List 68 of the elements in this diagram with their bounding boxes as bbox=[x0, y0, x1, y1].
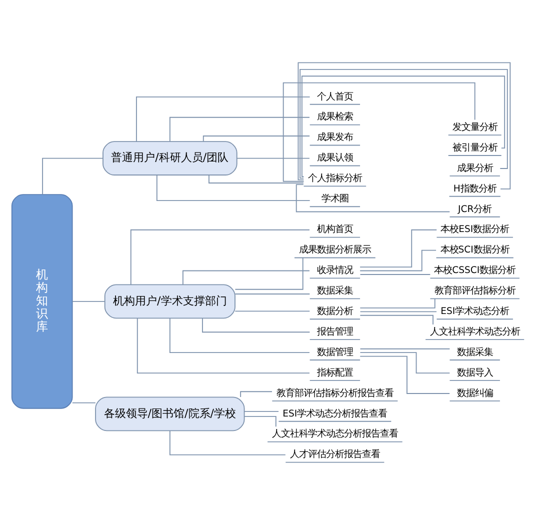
connector bbox=[298, 62, 511, 190]
connector bbox=[360, 229, 438, 268]
node-text: 本校SCI数据分析 bbox=[440, 244, 510, 256]
connector bbox=[282, 82, 476, 182]
node-text: 成果数据分析展示 bbox=[298, 244, 371, 256]
node-text: H指数分析 bbox=[453, 183, 496, 194]
connector bbox=[202, 136, 310, 142]
node-text: 个人指标分析 bbox=[308, 173, 362, 184]
node-text: 学术圈 bbox=[321, 194, 348, 205]
connector bbox=[130, 229, 310, 285]
connector bbox=[182, 270, 310, 286]
connector bbox=[136, 318, 310, 374]
node-text: 被引量分析 bbox=[452, 142, 498, 154]
connector bbox=[72, 300, 106, 302]
node-text: 数据管理 bbox=[316, 346, 353, 358]
connector bbox=[72, 402, 96, 404]
node-text: 人文社科学术动态分析报告查看 bbox=[272, 428, 398, 440]
connector bbox=[169, 318, 310, 354]
node-text: 个人首页 bbox=[316, 91, 353, 102]
node-text: 成果检索 bbox=[316, 112, 353, 123]
node-text: 机构首页 bbox=[316, 224, 353, 236]
connector bbox=[236, 158, 310, 159]
connector bbox=[360, 352, 450, 374]
connector bbox=[136, 96, 310, 142]
node-text: ESI学术动态分析 bbox=[440, 306, 510, 318]
node-text: 教育部评估指标分析报告查看 bbox=[276, 388, 394, 399]
node-text: 人文社科学术动态分析 bbox=[430, 326, 520, 338]
node-text: 数据分析 bbox=[316, 306, 353, 318]
node-text: 人才评估分析报告查看 bbox=[290, 449, 380, 460]
node-text: 数据导入 bbox=[456, 367, 493, 378]
node-text: 成果发布 bbox=[316, 132, 353, 144]
connector bbox=[234, 257, 304, 290]
connector bbox=[156, 174, 310, 202]
node-text: 收录情况 bbox=[316, 265, 353, 276]
node-text: ESI学术动态分析报告查看 bbox=[282, 408, 388, 420]
node-box: 机构知识库 bbox=[11, 194, 73, 409]
connector bbox=[360, 298, 436, 308]
connector bbox=[244, 416, 276, 428]
node-box: 普通用户/科研人员/团队 bbox=[102, 141, 238, 176]
connector bbox=[360, 356, 450, 394]
connector bbox=[240, 391, 272, 398]
connector bbox=[244, 411, 279, 412]
connector bbox=[360, 348, 450, 350]
connector bbox=[169, 430, 286, 456]
node-box: 各级领导/图书馆/院系/学校 bbox=[95, 396, 245, 432]
connector bbox=[360, 250, 437, 272]
connector bbox=[208, 174, 304, 184]
node-text: 成果认领 bbox=[316, 152, 353, 164]
node-text: 数据纠偏 bbox=[456, 388, 493, 399]
connector bbox=[360, 311, 437, 312]
connector bbox=[169, 116, 310, 142]
connector bbox=[360, 274, 431, 275]
node-text: 报告管理 bbox=[316, 326, 353, 338]
node-text: 本校CSSCI数据分析 bbox=[434, 265, 516, 276]
node-text: 教育部评估指标分析 bbox=[434, 286, 516, 297]
connector bbox=[234, 310, 310, 312]
node-text: 成果分析 bbox=[456, 162, 493, 174]
node-text: 发文量分析 bbox=[452, 122, 498, 133]
connector bbox=[296, 184, 450, 212]
connector bbox=[360, 314, 434, 325]
node-box: 机构用户/学术支撑部门 bbox=[104, 284, 236, 319]
node-text: 数据采集 bbox=[456, 346, 493, 358]
node-text: 指标配置 bbox=[316, 367, 353, 378]
connector bbox=[202, 318, 310, 333]
node-text: 本校ESI数据分析 bbox=[440, 224, 510, 236]
connector bbox=[42, 158, 104, 195]
node-text: 数据采集 bbox=[316, 286, 353, 297]
node-text: JCR分析 bbox=[458, 204, 492, 215]
